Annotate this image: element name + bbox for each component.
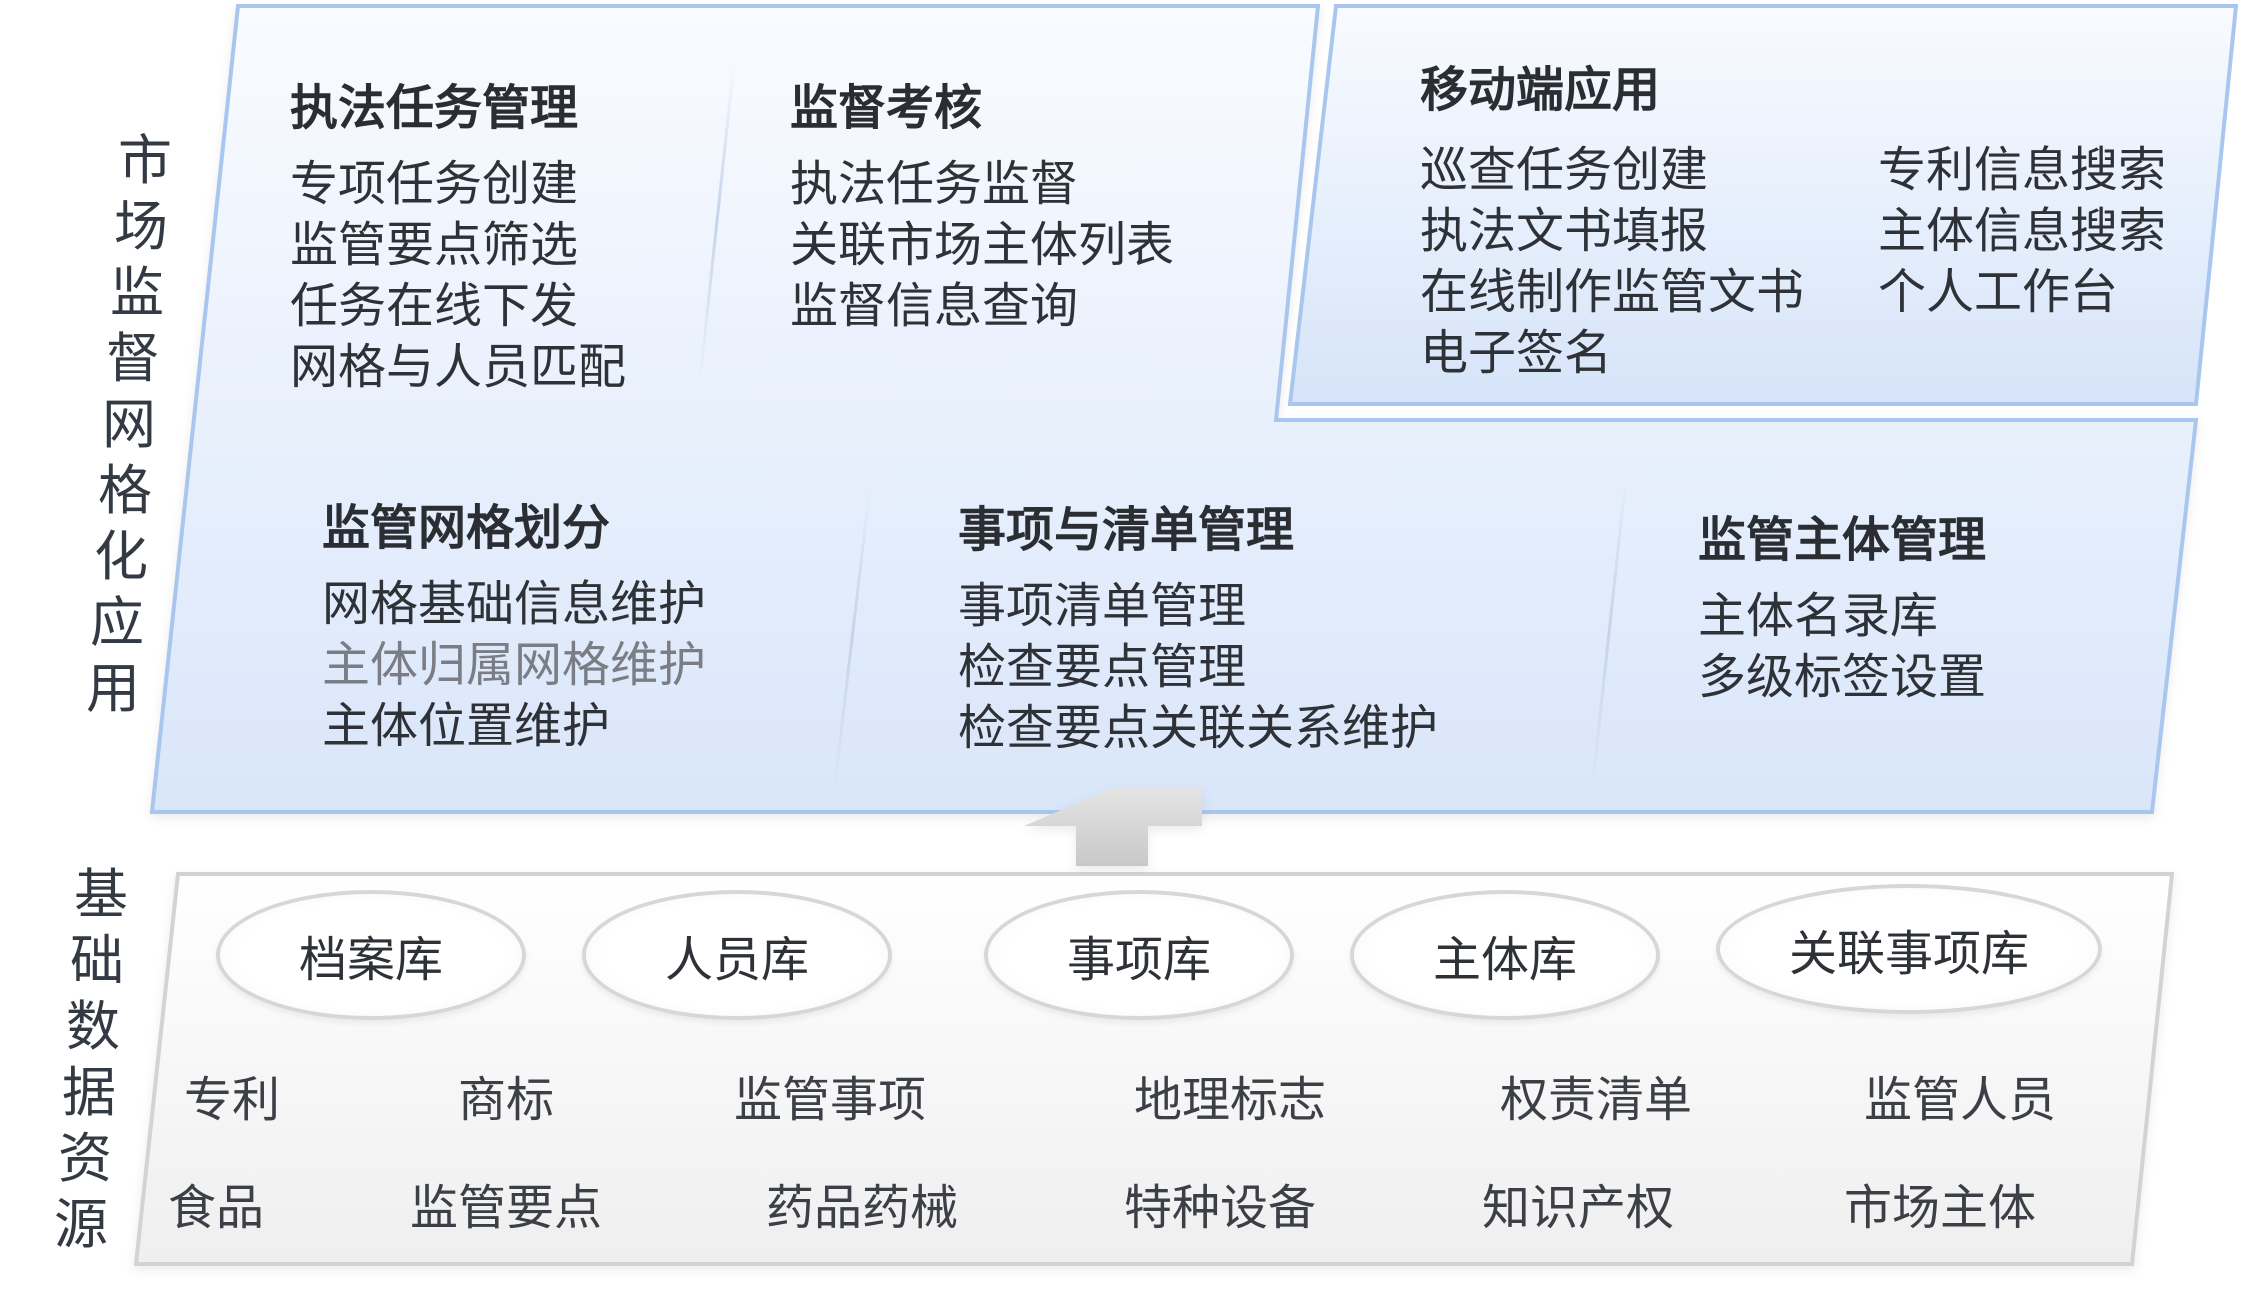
module-item: 网格基础信息维护 [322, 576, 707, 632]
mobile-panel [1287, 3, 2239, 406]
source-item: 市场主体 [1844, 1180, 2037, 1236]
vertical-label-char: 应 [90, 591, 144, 654]
vertical-label-char: 格 [98, 459, 152, 522]
module-title: 执法任务管理 [290, 80, 579, 136]
database-matters: 事项库 [984, 890, 1294, 1020]
module-item: 主体位置维护 [322, 698, 611, 754]
module-item: 巡查任务创建 [1420, 142, 1709, 198]
vertical-label-char: 化 [94, 525, 148, 588]
vertical-label-char: 监 [110, 261, 164, 324]
source-item: 药品药械 [766, 1180, 959, 1236]
module-supervision: 监督考核 执法任务监督 关联市场主体列表 监督信息查询 [790, 68, 1174, 337]
vertical-label-char: 场 [114, 195, 168, 258]
application-layer-label: 市场监督网格化应用 [86, 128, 190, 722]
vertical-label-char: 数 [66, 995, 120, 1058]
module-item: 主体归属网格维护 [322, 637, 707, 693]
up-arrow-icon [1024, 788, 1202, 866]
module-enforcement: 执法任务管理 专项任务创建 监管要点筛选 任务在线下发 网格与人员匹配 [290, 68, 626, 398]
vertical-label-char: 据 [62, 1061, 116, 1124]
module-item: 监管要点筛选 [290, 217, 579, 273]
source-item: 特种设备 [1124, 1180, 1317, 1236]
module-mobile: 移动端应用 [1420, 50, 1660, 136]
module-item: 网格与人员匹配 [290, 339, 627, 395]
module-title: 监督考核 [790, 80, 983, 136]
source-item: 监管人员 [1864, 1072, 2057, 1128]
divider [698, 61, 736, 381]
divider [832, 485, 872, 793]
data-layer-label: 基础数据资源 [54, 862, 146, 1258]
database-subject: 主体库 [1350, 890, 1660, 1020]
module-item: 主体名录库 [1698, 588, 1939, 644]
module-item: 电子签名 [1420, 325, 1613, 381]
module-item: 关联市场主体列表 [790, 217, 1175, 273]
module-item: 主体信息搜索 [1878, 203, 2167, 259]
vertical-label-char: 督 [106, 327, 160, 390]
database-related-matters: 关联事项库 [1716, 884, 2102, 1014]
module-item: 检查要点关联关系维护 [958, 700, 1439, 756]
module-title: 监管主体管理 [1698, 512, 1987, 568]
source-item: 食品 [168, 1180, 265, 1236]
module-item: 个人工作台 [1878, 264, 2119, 320]
source-item: 权责清单 [1500, 1072, 1693, 1128]
database-personnel: 人员库 [582, 890, 892, 1020]
vertical-label-char: 源 [54, 1193, 108, 1256]
source-item: 知识产权 [1482, 1180, 1675, 1236]
module-grid: 监管网格划分 网格基础信息维护 主体归属网格维护 主体位置维护 [322, 488, 706, 757]
module-subject: 监管主体管理 主体名录库 多级标签设置 [1698, 500, 1986, 708]
vertical-label-char: 础 [70, 929, 124, 992]
module-item: 执法文书填报 [1420, 203, 1709, 259]
module-item: 检查要点管理 [958, 639, 1247, 695]
source-item: 专利 [184, 1072, 281, 1128]
module-item: 专项任务创建 [290, 156, 579, 212]
module-matters: 事项与清单管理 事项清单管理 检查要点管理 检查要点关联关系维护 [958, 490, 1438, 759]
database-archive: 档案库 [216, 890, 526, 1020]
application-layer-panel [149, 3, 2199, 814]
vertical-label-char: 基 [74, 863, 128, 926]
mobile-column-2: 专利信息搜索 主体信息搜索 个人工作台 [1878, 140, 2166, 323]
source-item: 监管要点 [410, 1180, 603, 1236]
source-item: 监管事项 [734, 1072, 927, 1128]
vertical-label-char: 用 [86, 657, 140, 720]
module-title: 事项与清单管理 [958, 502, 1295, 558]
module-item: 任务在线下发 [290, 278, 579, 334]
vertical-label-char: 市 [118, 129, 172, 192]
module-item: 在线制作监管文书 [1420, 264, 1805, 320]
vertical-label-char: 网 [102, 393, 156, 456]
source-item: 地理标志 [1134, 1072, 1327, 1128]
module-item: 专利信息搜索 [1878, 142, 2167, 198]
module-item: 监督信息查询 [790, 278, 1079, 334]
source-item: 商标 [458, 1072, 555, 1128]
module-title: 移动端应用 [1420, 62, 1661, 118]
divider [1590, 475, 1628, 791]
module-item: 多级标签设置 [1698, 649, 1987, 705]
module-item: 事项清单管理 [958, 578, 1247, 634]
module-item: 执法任务监督 [790, 156, 1079, 212]
mobile-column-1: 巡查任务创建 执法文书填报 在线制作监管文书 电子签名 [1420, 140, 1804, 384]
module-title: 监管网格划分 [322, 500, 611, 556]
vertical-label-char: 资 [58, 1127, 112, 1190]
